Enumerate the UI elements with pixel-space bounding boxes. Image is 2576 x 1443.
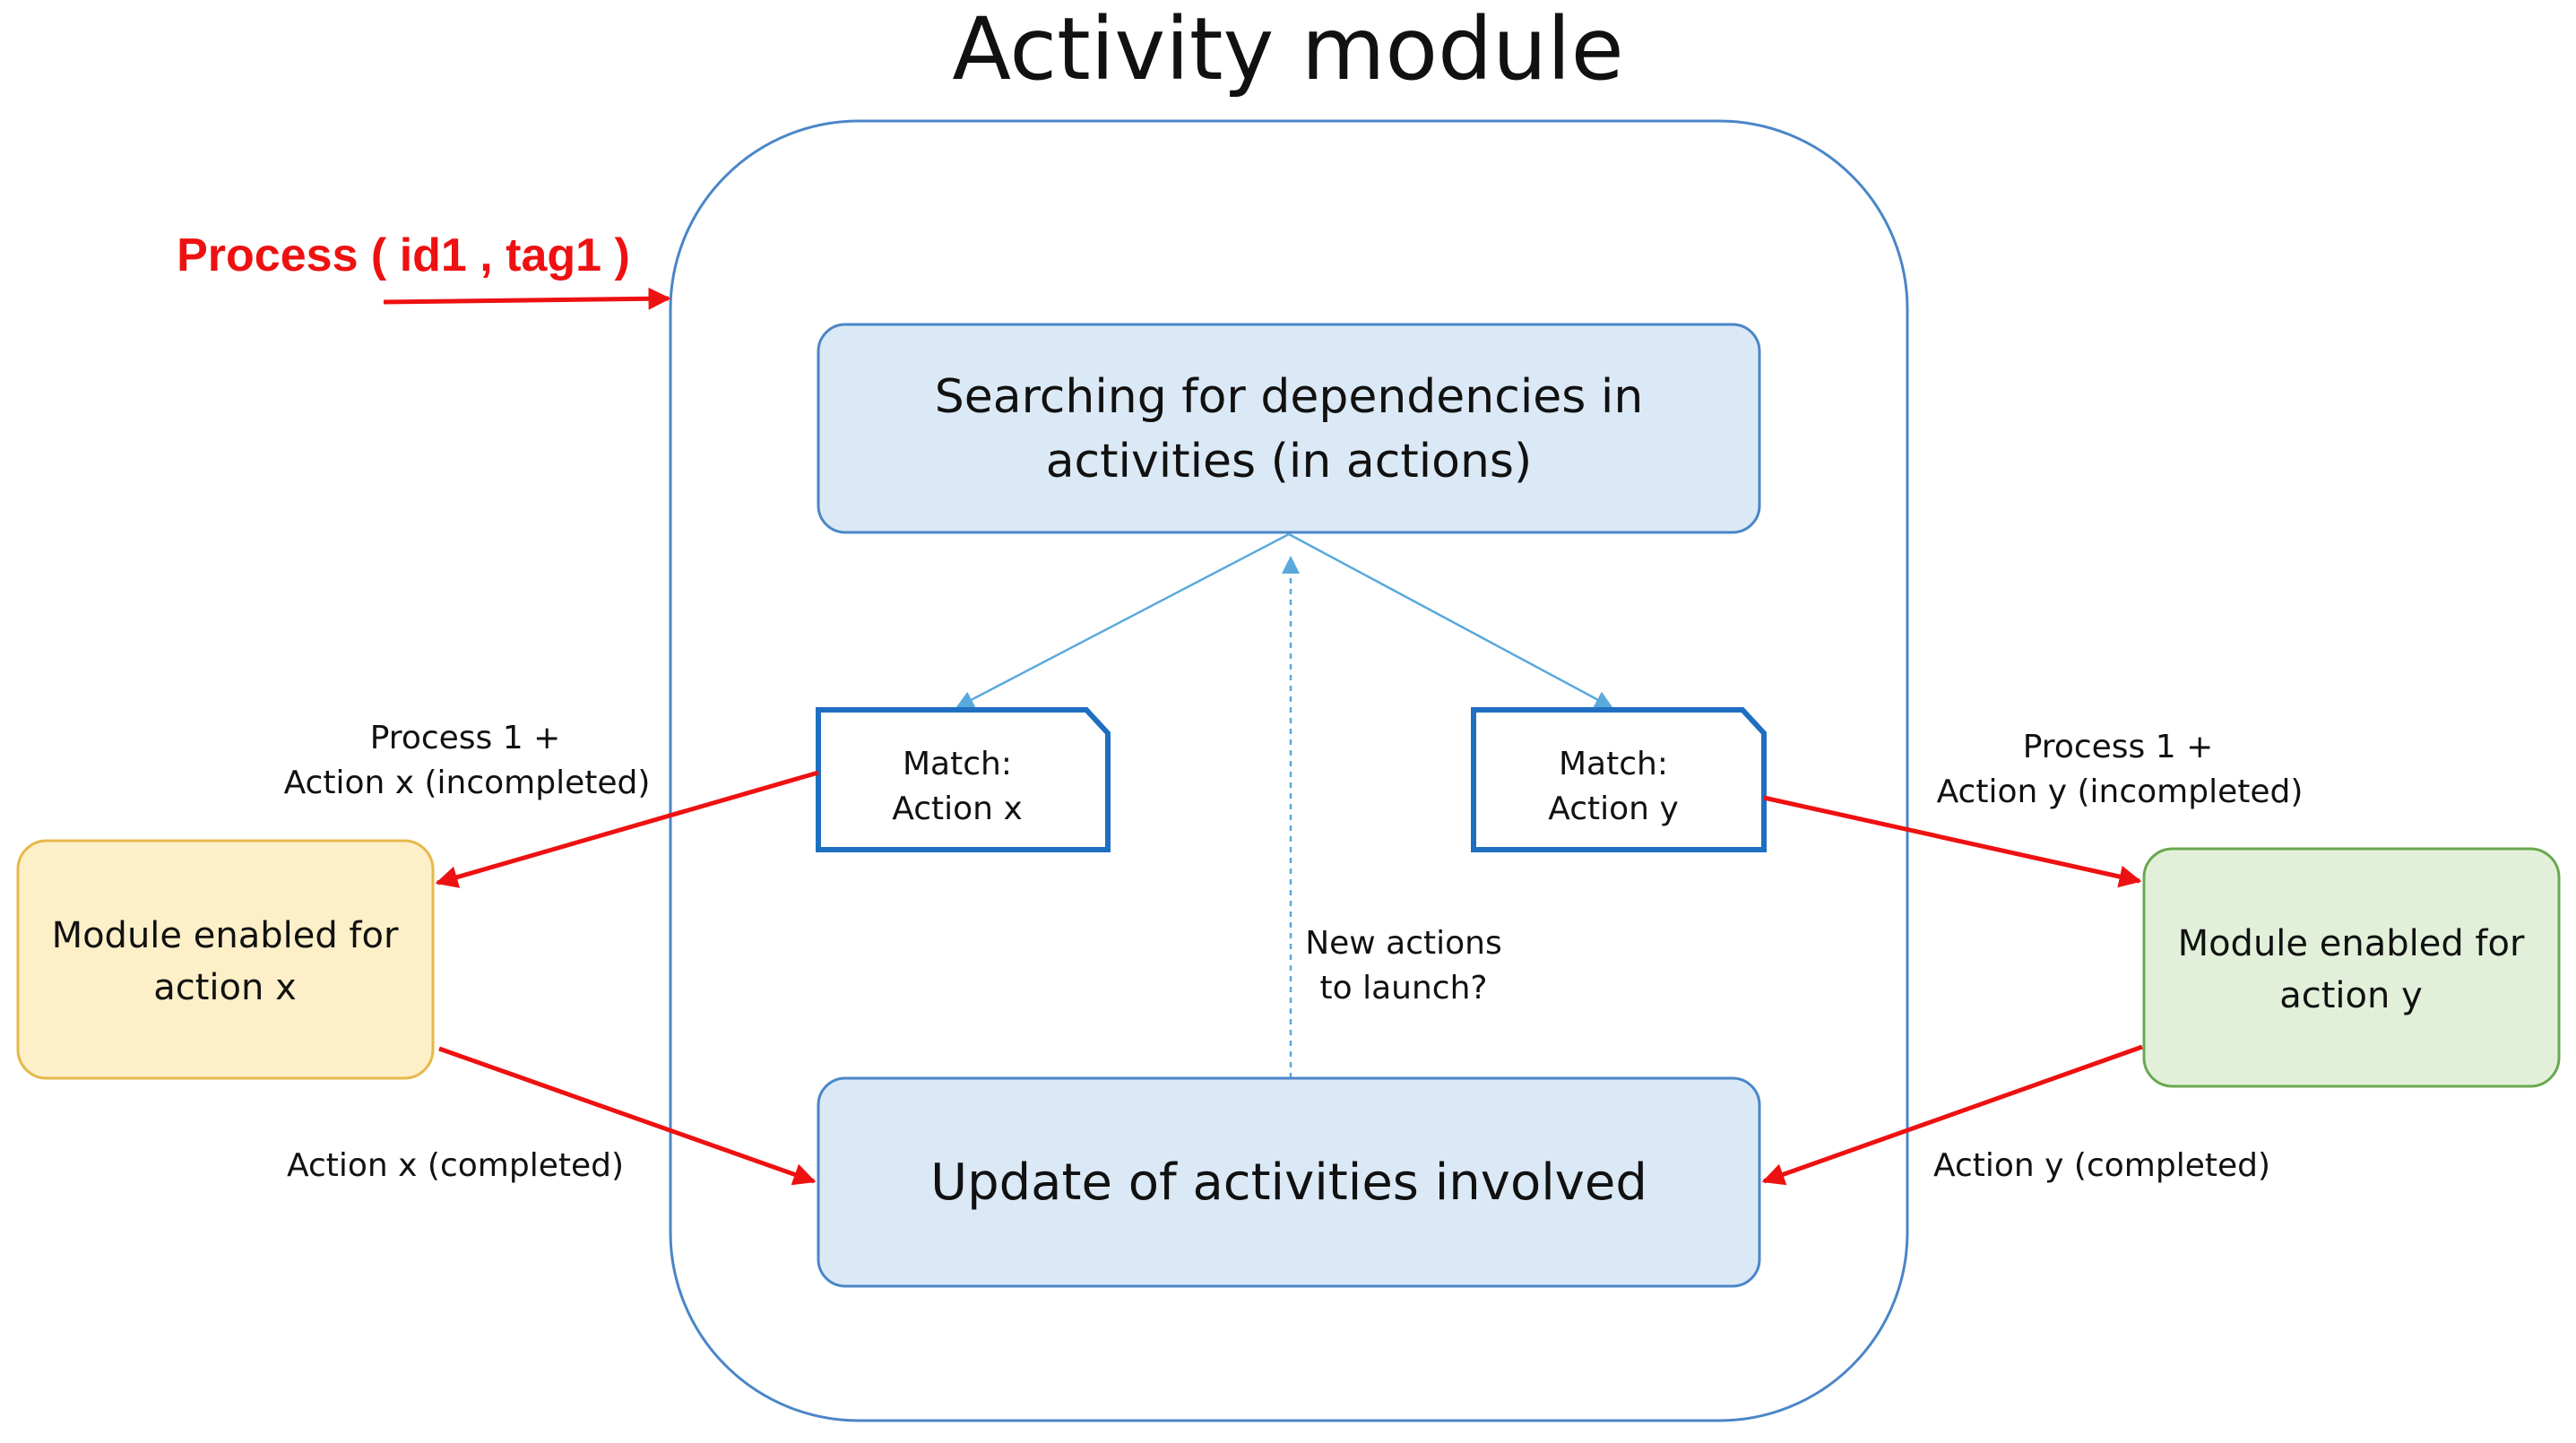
arrow-module-x-to-update — [438, 1046, 817, 1186]
arrow-search-to-match-x — [955, 532, 1290, 709]
search-box-line1: Searching for dependencies in — [935, 370, 1644, 424]
update-activities-box — [817, 1076, 1761, 1288]
match-x-line2: Action x — [892, 791, 1023, 827]
edge-label-from-module-x: Action x (completed) — [287, 1147, 624, 1184]
arrow-match-y-to-module-y — [1763, 795, 2142, 888]
edge-label-to-module-x-line1: Process 1 + — [370, 720, 561, 756]
activity-module-container — [669, 119, 1909, 1422]
match-y-line1: Match: — [1559, 746, 1668, 782]
edge-label-to-module-y-line1: Process 1 + — [2023, 729, 2214, 765]
module-x-line1: Module enabled for — [52, 915, 399, 956]
diagram-title: Activity module — [952, 0, 1623, 99]
match-action-x-doc — [816, 707, 1111, 852]
match-action-y-doc — [1471, 707, 1767, 852]
loop-label-line2: to launch? — [1320, 970, 1488, 1007]
arrow-search-to-match-y — [1288, 532, 1613, 709]
edge-label-from-module-y: Action y (completed) — [1933, 1147, 2270, 1184]
arrow-match-x-to-module-x — [435, 770, 819, 888]
search-dependencies-box — [817, 323, 1761, 534]
edge-label-to-module-x-line2: Action x (incompleted) — [284, 765, 651, 801]
input-arrow — [383, 287, 671, 310]
search-box-line2: activities (in actions) — [1046, 435, 1533, 488]
input-process-label: Process ( id1 , tag1 ) — [177, 229, 630, 281]
module-x-line2: action x — [153, 967, 297, 1008]
match-y-line2: Action y — [1548, 791, 1679, 827]
edge-label-to-module-y-line2: Action y (incompleted) — [1937, 773, 2304, 810]
module-enabled-action-y — [2142, 847, 2561, 1088]
update-box-label: Update of activities involved — [930, 1154, 1647, 1212]
module-enabled-action-x — [16, 839, 435, 1080]
module-y-line2: action y — [2279, 975, 2423, 1016]
module-y-line1: Module enabled for — [2178, 923, 2525, 964]
loop-label-line1: New actions — [1305, 925, 1502, 962]
match-x-line1: Match: — [903, 746, 1012, 782]
arrow-module-y-to-update — [1761, 1044, 2143, 1186]
